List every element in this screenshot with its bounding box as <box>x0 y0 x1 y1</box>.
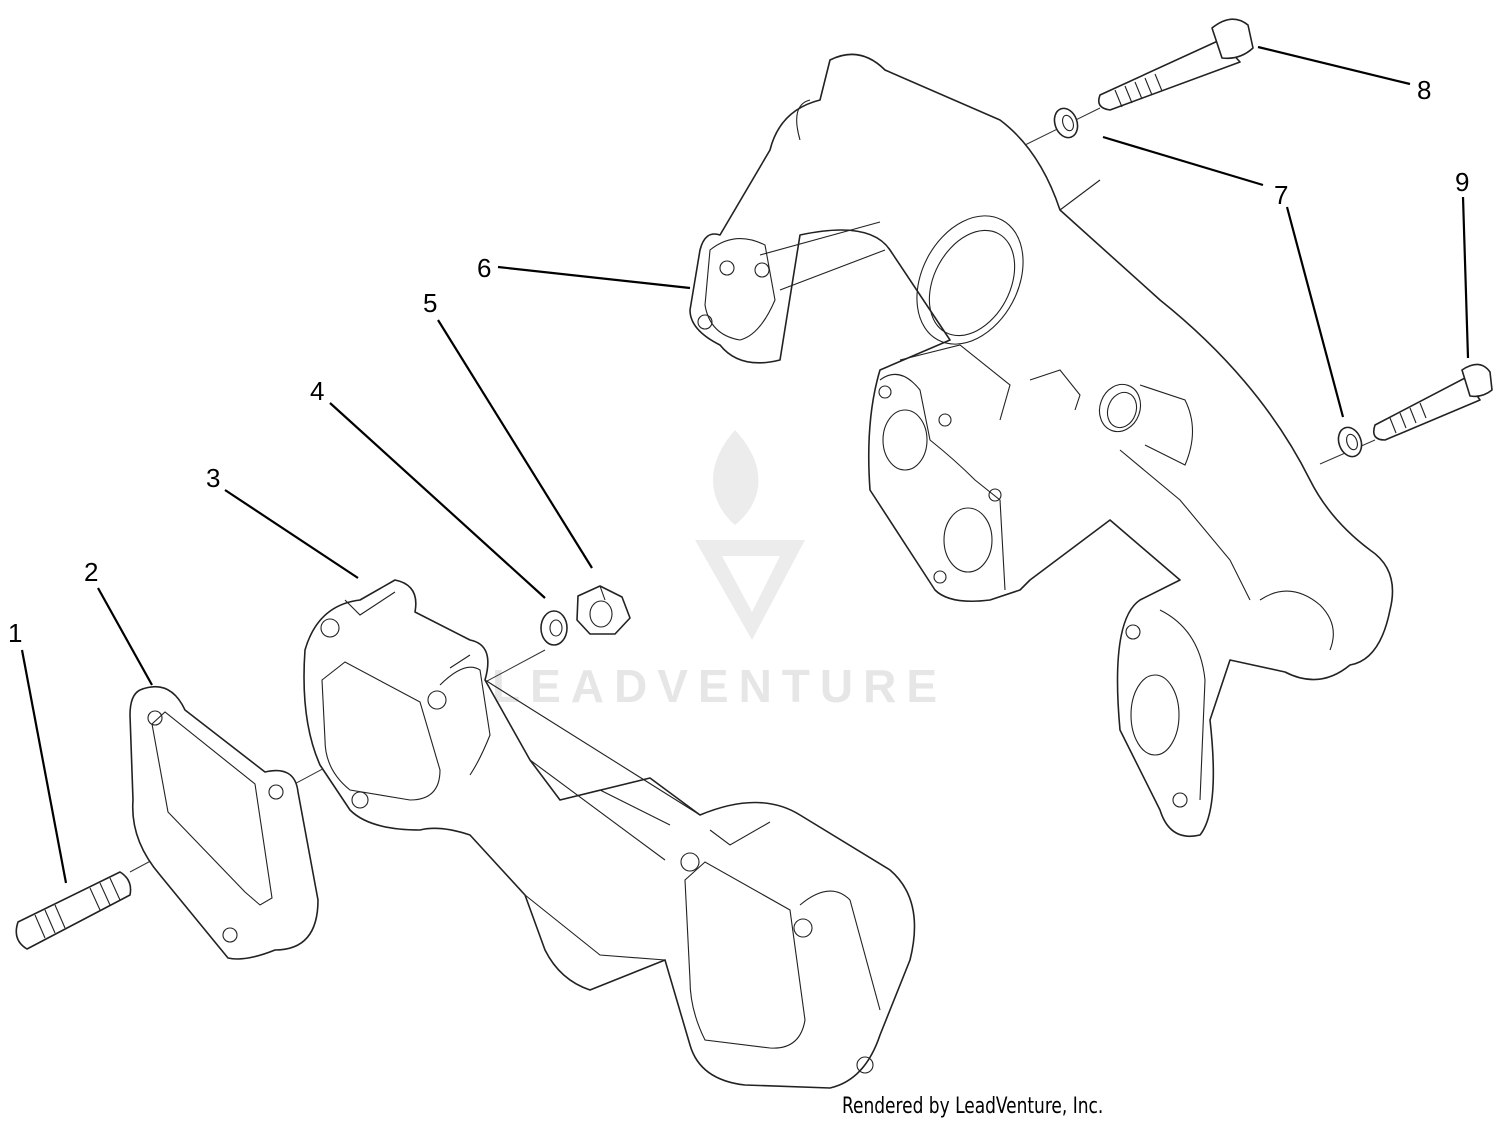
part-bolt-long <box>1097 18 1254 111</box>
leader-line-9 <box>1461 196 1470 359</box>
callout-5: 5 <box>423 288 437 318</box>
leader-line-1 <box>20 649 68 884</box>
callout-6: 6 <box>477 253 491 283</box>
leader-line-2 <box>97 587 153 686</box>
part-bolt-short <box>1372 363 1493 441</box>
part-intake-manifold <box>689 53 1394 837</box>
watermark-v-icon <box>695 540 805 640</box>
callout-labels: 1 2 3 4 5 6 7 8 9 <box>8 75 1469 648</box>
leader-line-6 <box>497 265 691 290</box>
watermark-text: LEADVENTURE <box>492 660 947 712</box>
part-hex-nut <box>576 585 631 635</box>
callout-7: 7 <box>1274 180 1288 210</box>
render-credit: Rendered by LeadVenture, Inc. <box>842 1094 1104 1119</box>
callout-9: 9 <box>1455 167 1469 197</box>
part-lock-washer-upper <box>1053 107 1079 139</box>
leader-line-4 <box>329 402 546 599</box>
part-washer <box>540 610 568 646</box>
callout-4: 4 <box>310 376 324 406</box>
leader-lines <box>20 45 1470 884</box>
callout-8: 8 <box>1417 75 1431 105</box>
leader-line-7b <box>1285 206 1345 418</box>
part-exhaust-manifold <box>303 579 916 1089</box>
leader-line-7a <box>1102 135 1264 187</box>
part-lock-washer-lower <box>1337 426 1363 458</box>
leader-line-5 <box>437 319 593 569</box>
leader-line-8 <box>1257 45 1411 86</box>
part-gasket <box>129 685 319 960</box>
watermark-flame-icon <box>713 430 759 525</box>
callout-2: 2 <box>84 557 98 587</box>
callout-3: 3 <box>206 463 220 493</box>
part-stud <box>15 871 132 950</box>
callout-1: 1 <box>8 618 22 648</box>
watermark: LEADVENTURE <box>492 430 947 712</box>
leader-line-3 <box>224 489 359 579</box>
